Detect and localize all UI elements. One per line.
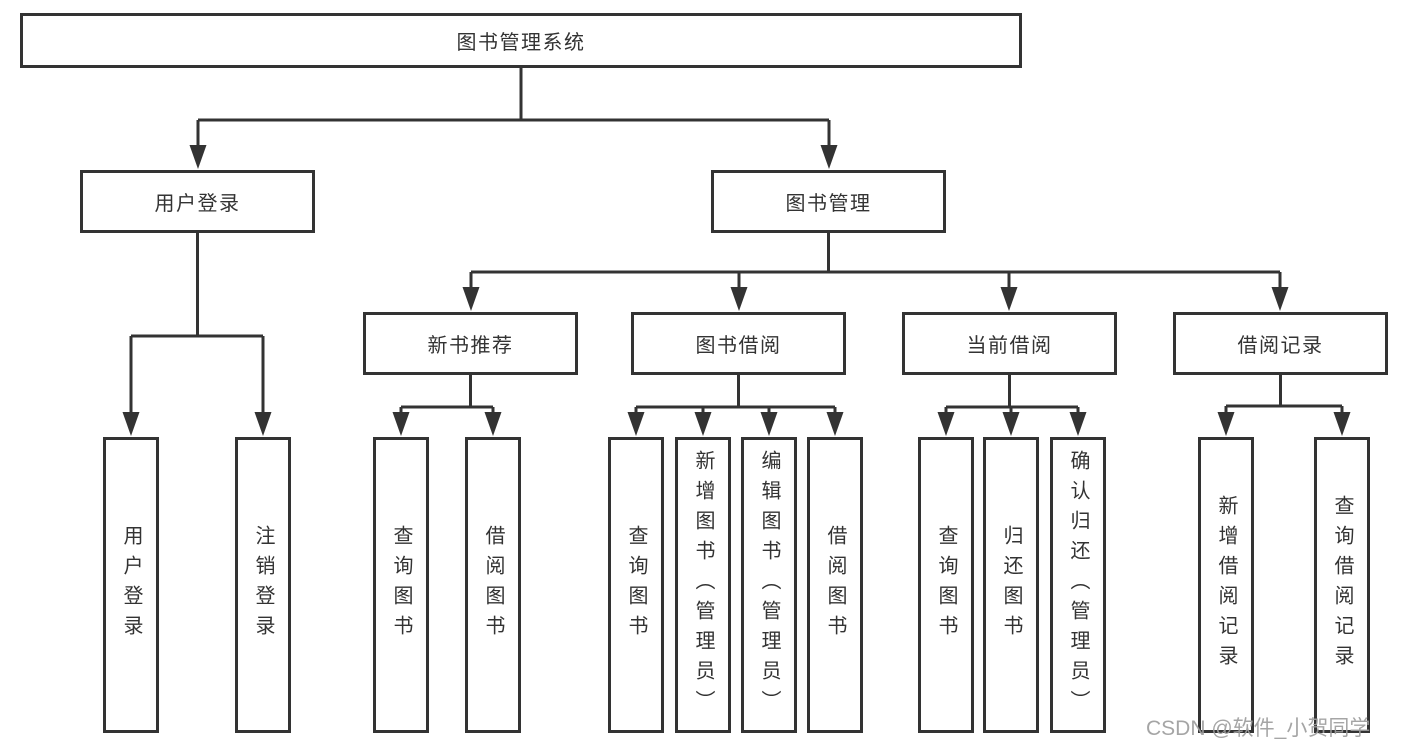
node-leaf-borrow-books-1: 借阅图书	[465, 437, 521, 733]
node-leaf-logout: 注销登录	[235, 437, 291, 733]
node-leaf-borrow-books-2: 借阅图书	[807, 437, 863, 733]
node-leaf-confirm-return-admin: 确认归还（管理员）	[1050, 437, 1106, 733]
node-book-management: 图书管理	[711, 170, 946, 233]
node-leaf-return-books: 归还图书	[983, 437, 1039, 733]
node-leaf-edit-books-admin: 编辑图书（管理员）	[741, 437, 797, 733]
node-leaf-query-books-1: 查询图书	[373, 437, 429, 733]
node-leaf-add-books-admin: 新增图书（管理员）	[675, 437, 731, 733]
node-root-system: 图书管理系统	[20, 13, 1022, 68]
node-borrow-records: 借阅记录	[1173, 312, 1388, 375]
node-new-book-recommend: 新书推荐	[363, 312, 578, 375]
node-leaf-query-borrow-record: 查询借阅记录	[1314, 437, 1370, 733]
node-leaf-query-books-3: 查询图书	[918, 437, 974, 733]
node-leaf-query-books-2: 查询图书	[608, 437, 664, 733]
arrowheads	[122, 145, 1351, 436]
csdn-watermark: CSDN @软件_小贺同学	[1146, 717, 1371, 740]
node-current-borrow: 当前借阅	[902, 312, 1117, 375]
node-user-login: 用户登录	[80, 170, 315, 233]
node-book-borrow: 图书借阅	[631, 312, 846, 375]
node-leaf-add-borrow-record: 新增借阅记录	[1198, 437, 1254, 733]
node-leaf-user-login: 用户登录	[103, 437, 159, 733]
